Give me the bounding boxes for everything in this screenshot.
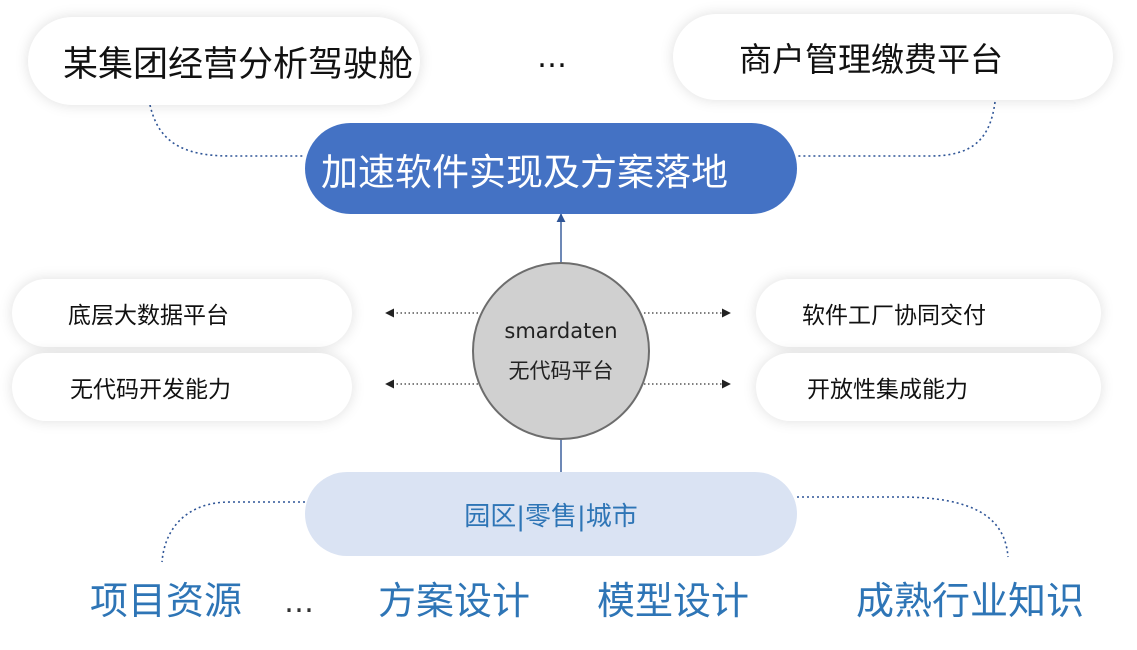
industry-label: 园区|零售|城市 <box>464 501 638 532</box>
capability-label: 软件工厂协同交付 <box>802 303 986 329</box>
application-pill-right: 商户管理缴费平台 <box>673 14 1113 100</box>
capability-label: 底层大数据平台 <box>68 303 229 329</box>
goal-label: 加速软件实现及方案落地 <box>321 150 728 194</box>
application-label-right: 商户管理缴费平台 <box>739 40 1003 79</box>
foundation-label-industry-knowledge: 成熟行业知识 <box>856 579 1085 623</box>
foundation-label-project-resources: 项目资源 <box>90 579 243 623</box>
industry-banner: 园区|零售|城市 <box>305 472 797 556</box>
dotted-curve-bottom-right <box>797 496 1009 558</box>
platform-circle: smardaten 无代码平台 <box>472 262 650 440</box>
goal-banner: 加速软件实现及方案落地 <box>305 123 797 214</box>
capability-pill-right-1: 软件工厂协同交付 <box>756 279 1101 347</box>
capability-pill-right-2: 开放性集成能力 <box>756 353 1101 421</box>
dotted-curve-top-left <box>149 104 305 157</box>
platform-subtitle: 无代码平台 <box>508 359 614 383</box>
dotted-curve-bottom-left <box>161 501 305 563</box>
foundation-label-model-design: 模型设计 <box>597 579 750 623</box>
foundations-ellipsis: … <box>284 585 316 620</box>
dotted-curve-top-right <box>797 101 996 157</box>
platform-name: smardaten <box>504 319 618 343</box>
capability-label: 无代码开发能力 <box>70 377 231 403</box>
capability-label: 开放性集成能力 <box>807 377 968 403</box>
application-pill-left: 某集团经营分析驾驶舱 <box>28 17 420 105</box>
capability-pill-left-1: 底层大数据平台 <box>12 279 352 347</box>
foundation-label-solution-design: 方案设计 <box>378 579 531 623</box>
application-label-left: 某集团经营分析驾驶舱 <box>63 44 414 85</box>
capability-pill-left-2: 无代码开发能力 <box>12 353 352 421</box>
applications-ellipsis: … <box>537 40 569 75</box>
